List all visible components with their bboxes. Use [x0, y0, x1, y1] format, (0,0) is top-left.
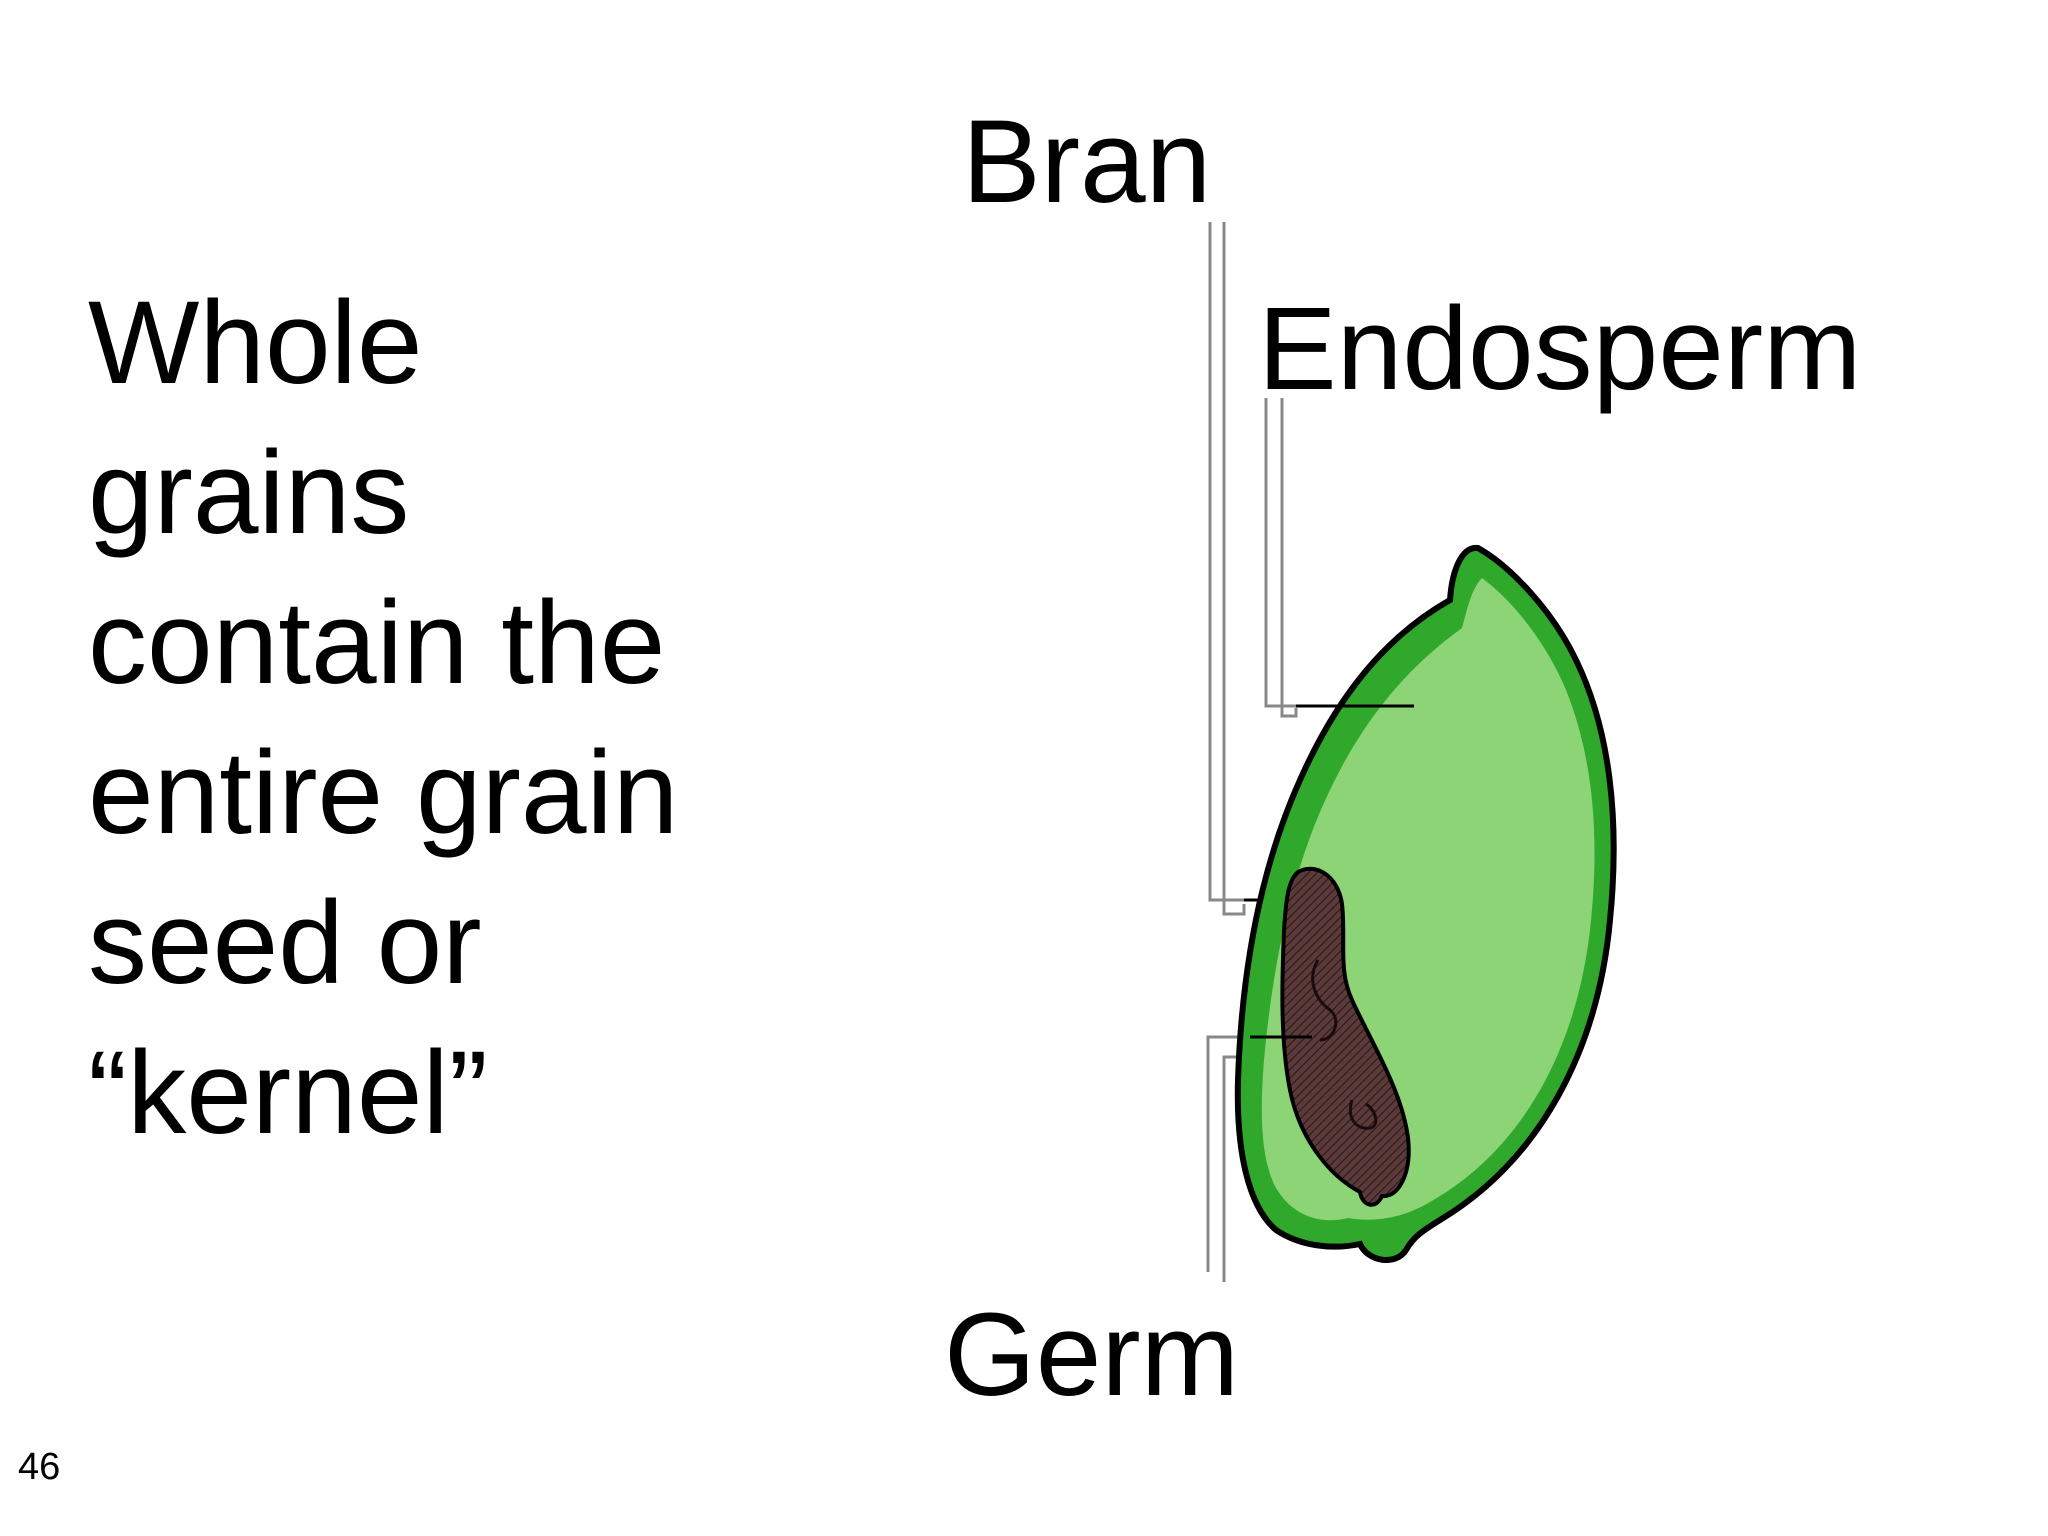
body-text: Whole grains contain the entire grain se…	[88, 268, 808, 1168]
germ-label: Germ	[944, 1289, 1239, 1421]
pointer-ticks	[1244, 704, 1414, 1039]
slide-number: 46	[18, 1446, 61, 1488]
endosperm-leader-line	[1264, 398, 1298, 718]
body-line: entire grain	[88, 727, 679, 859]
body-line: grains	[88, 427, 410, 559]
germ-markings	[1311, 959, 1378, 1130]
body-line: “kernel”	[88, 1027, 488, 1159]
bran-leader-line	[1208, 222, 1246, 916]
endosperm-label: Endosperm	[1258, 283, 1862, 415]
bran-label: Bran	[962, 96, 1212, 228]
body-line: contain the	[88, 577, 666, 709]
body-line: seed or	[88, 877, 482, 1009]
body-line: Whole	[88, 277, 423, 409]
